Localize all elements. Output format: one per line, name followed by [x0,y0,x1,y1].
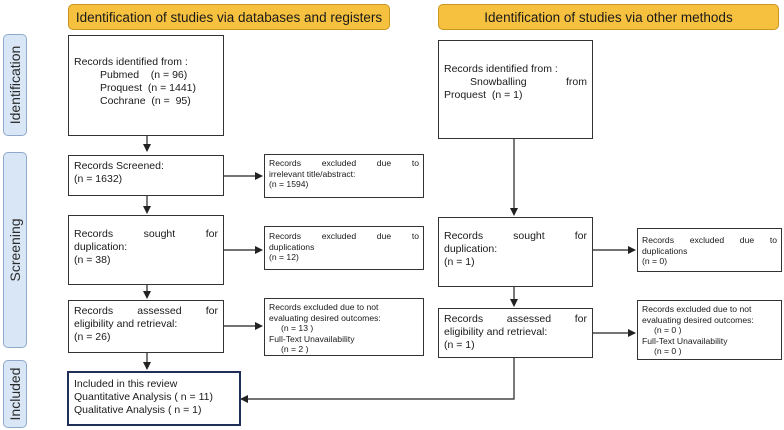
excluded-fulltext-n: (n = 2 ) [281,344,309,354]
box-right-excluded-duplications: Records excluded due to duplications (n … [637,228,782,272]
records-sought-line1: Records sought for [74,228,218,240]
included-quantitative: Quantitative Analysis ( n = 11) [74,391,214,403]
records-assessed-n: (n = 26) [74,331,111,343]
right-proquest: Proquest (n = 1) [444,89,523,101]
right-excluded-fulltext-n: (n = 0 ) [654,346,682,356]
arrow-right-assessed-to-included [240,358,515,403]
phase-identification: Identification [3,34,27,136]
header-other-methods-label: Identification of studies via other meth… [484,9,733,25]
right-identified-title: Records identified from : [444,63,558,75]
header-databases: Identification of studies via databases … [68,4,390,30]
box-records-screened: Records Screened: (n = 1632) [68,155,224,196]
box-right-records-assessed: Records assessed for eligibility and ret… [438,308,593,358]
header-databases-label: Identification of studies via databases … [75,9,383,25]
excluded-dup-line1: Records excluded due to [269,231,419,241]
excluded-dup-n: (n = 12) [269,252,299,262]
box-excluded-duplications: Records excluded due to duplications (n … [264,226,424,270]
records-sought-line2: duplication: [74,241,128,253]
right-excluded-dup-line1: Records excluded due to [642,235,777,245]
records-identified-title: Records identified from : [74,56,188,68]
right-snowballing: Snowballing from [470,76,587,88]
records-proquest: Proquest (n = 1441) [100,82,197,94]
right-excluded-dup-line2: duplications [642,245,688,256]
right-excluded-outcomes-line2: evaluating desired outcomes: [642,314,754,325]
right-sought-line2: duplication: [444,243,498,255]
excluded-dup-line2: duplications [269,241,315,252]
right-assessed-line2: eligibility and retrieval: [444,326,548,338]
box-right-excluded-outcomes: Records excluded due to not evaluating d… [637,300,782,360]
right-assessed-n: (n = 1) [444,339,475,351]
box-excluded-irrelevant: Records excluded due to irrelevant title… [264,154,424,198]
records-sought-n: (n = 38) [74,254,111,266]
right-assessed-line1: Records assessed for [444,313,587,325]
excluded-outcomes-line2: evaluating desired outcomes: [269,312,381,323]
included-qualitative: Qualitative Analysis ( n = 1) [74,404,202,416]
box-right-records-sought: Records sought for duplication: (n = 1) [438,217,593,287]
box-right-records-identified: Records identified from : Snowballing fr… [438,40,593,139]
phase-screening: Screening [3,152,27,348]
excluded-irrelevant-line2: irrelevant title/abstract: [269,168,356,179]
excluded-irrelevant-line1: Records excluded due to [269,158,419,168]
excluded-fulltext-label: Full-Text Unavailability [269,333,355,344]
records-assessed-line2: eligibility and retrieval: [74,318,178,330]
records-assessed-line1: Records assessed for [74,305,218,317]
right-excluded-outcomes-n1: (n = 0 ) [654,325,682,335]
records-screened-n: (n = 1632) [74,173,123,185]
phase-included: Included [3,360,27,428]
included-title: Included in this review [74,378,178,390]
box-included-in-review: Included in this review Quantitative Ana… [67,371,241,426]
box-records-assessed: Records assessed for eligibility and ret… [68,300,224,353]
right-excluded-outcomes-line1: Records excluded due to not [642,304,752,314]
records-pubmed: Pubmed (n = 96) [100,69,188,81]
box-records-identified: Records identified from : Pubmed (n = 96… [68,35,224,136]
right-excluded-dup-n: (n = 0) [642,256,668,266]
records-cochrane: Cochrane (n = 95) [100,95,191,107]
records-screened-title: Records Screened: [74,160,164,172]
excluded-outcomes-line1: Records excluded due to not [269,302,379,312]
excluded-irrelevant-n: (n = 1594) [269,179,309,189]
excluded-outcomes-n1: (n = 13 ) [281,323,314,333]
right-excluded-fulltext-label: Full-Text Unavailability [642,335,728,346]
box-excluded-outcomes: Records excluded due to not evaluating d… [264,298,424,356]
right-sought-line1: Records sought for [444,230,587,242]
box-records-sought: Records sought for duplication: (n = 38) [68,215,224,285]
header-other-methods: Identification of studies via other meth… [438,4,779,30]
right-sought-n: (n = 1) [444,256,475,268]
